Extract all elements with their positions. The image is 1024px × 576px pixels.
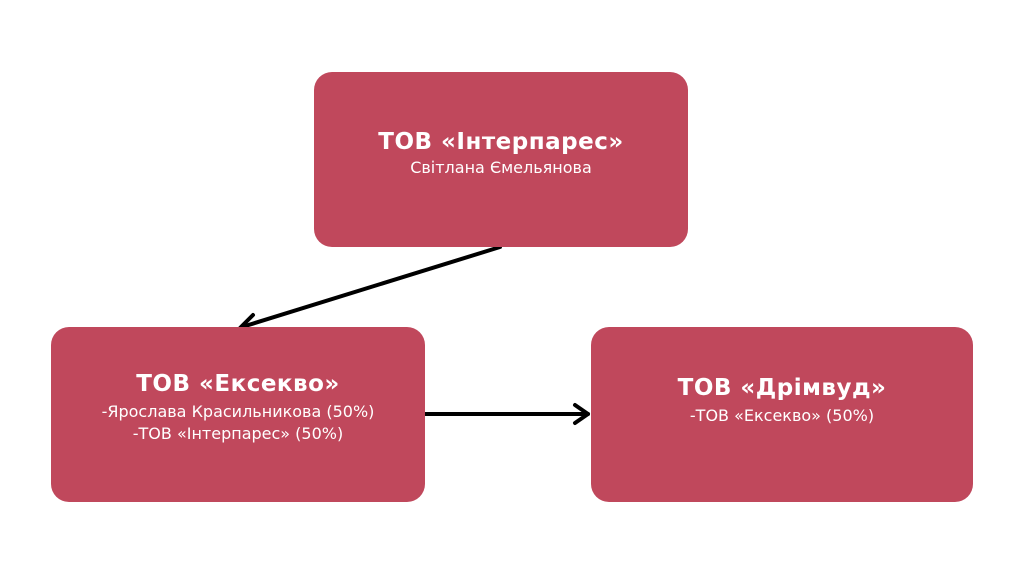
edge-top-to-left-line: [240, 245, 502, 329]
node-drimvud-title: ТОВ «Дрімвуд»: [677, 374, 887, 401]
edge-left-to-right-arrowhead: [573, 403, 590, 425]
node-interpares: ТОВ «Інтерпарес» Світлана Ємельянова: [314, 72, 688, 247]
node-eksekvo-title: ТОВ «Ексекво»: [136, 370, 340, 397]
edge-left-to-right: [423, 403, 590, 425]
node-interpares-line-1: Світлана Ємельянова: [410, 157, 592, 177]
node-drimvud-line-1: -ТОВ «Ексекво» (50%): [689, 405, 875, 425]
node-interpares-title: ТОВ «Інтерпарес»: [378, 128, 624, 155]
node-eksekvo-line-2: -ТОВ «Інтерпарес» (50%): [132, 423, 344, 443]
node-eksekvo-line-1: -Ярослава Красильникова (50%): [101, 401, 375, 421]
node-drimvud: ТОВ «Дрімвуд» -ТОВ «Ексекво» (50%): [591, 327, 973, 502]
edge-top-to-left: [238, 245, 502, 335]
node-eksekvo: ТОВ «Ексекво» -Ярослава Красильникова (5…: [51, 327, 425, 502]
